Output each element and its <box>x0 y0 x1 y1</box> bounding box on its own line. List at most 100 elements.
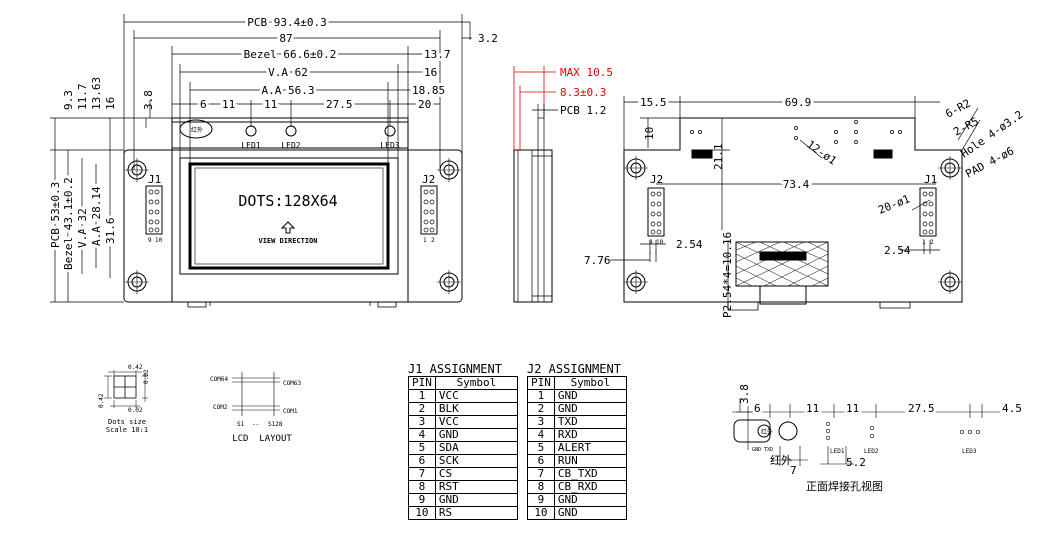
dim-v-16: 16 <box>104 97 117 110</box>
dim-pcb-width: PCB 93.4±0.3 <box>247 16 326 29</box>
symbol-cell: SCK <box>434 454 519 468</box>
led-dim-11a: 11 <box>806 402 819 415</box>
symbol-cell: RST <box>434 480 519 494</box>
back-dim-pitch: P2.54*4=10.16 <box>721 232 734 318</box>
front-top-strip <box>171 117 409 149</box>
back-view: 15.5 69.9 6-R2 2-R5 Hole 4-ø3.2 PAD 4-ø6… <box>584 93 1025 318</box>
dots-0-02-bottom: 0.02 <box>128 407 143 414</box>
dim-aa-width: A.A 56.3 <box>262 84 315 97</box>
led-ir-icon-mark: 红外 <box>761 428 773 436</box>
table-header: Symbol <box>553 376 628 390</box>
side-body <box>513 149 553 303</box>
back-j1-pin1: 1 <box>922 239 926 246</box>
dots-caption-2: Scale 10:1 <box>106 426 148 434</box>
led2-label: LED2 <box>281 141 300 150</box>
dim-18-85: 18.85 <box>412 84 445 97</box>
led1-icon <box>245 125 257 137</box>
back-dim-2-54b: 2.54 <box>884 244 911 257</box>
dots-0-42-top: 0.42 <box>128 364 143 371</box>
lcd-com63: COM63 <box>283 380 301 387</box>
symbol-cell: RS <box>434 506 519 520</box>
front-v-dims <box>50 100 172 303</box>
front-view-area <box>179 157 399 275</box>
led-dim-3-8: 3.8 <box>738 384 751 404</box>
led-ir-label: 红外 <box>770 454 792 467</box>
front-view: DOTS:128X64 VIEW DIRECTION 红外 LED1 LED2 … <box>46 13 498 308</box>
symbol-cell: RXD <box>553 428 628 442</box>
back-j2-pin10: 10 <box>656 239 664 246</box>
dim-13-7: 13.7 <box>424 48 451 61</box>
back-r5: 2-R5 <box>951 115 981 139</box>
pin-cell: 4 <box>408 428 436 442</box>
lcd-com64: COM64 <box>210 376 228 383</box>
pin-cell: 3 <box>408 415 436 429</box>
dim-31-6: 31.6 <box>104 218 117 245</box>
symbol-cell: GND <box>553 506 628 520</box>
led1-label: LED1 <box>241 141 260 150</box>
back-j1-pin2: 2 <box>930 239 934 246</box>
pin-cell: 1 <box>408 389 436 403</box>
j2-pins <box>423 189 435 233</box>
front-h-dims <box>123 14 472 170</box>
pin-cell: 8 <box>527 480 555 494</box>
symbol-cell: GND <box>434 428 519 442</box>
dim-pcb-height: PCB 53±0.3 <box>49 182 62 248</box>
back-hole: Hole 4-ø3.2 <box>958 108 1025 160</box>
dim-6: 6 <box>200 98 207 111</box>
led-detail: 红外 GND TXD 3.8 6 11 11 27.5 4.5 红外 7 5.2… <box>732 384 1022 493</box>
back-dim-73-4: 73.4 <box>783 178 810 191</box>
led-led1-label: LED1 <box>830 448 845 455</box>
back-small-holes <box>690 120 902 144</box>
back-j2-label: J2 <box>650 173 663 186</box>
j1-connector <box>145 185 163 235</box>
led-dim-5-2: 5.2 <box>846 456 866 469</box>
pin-cell: 6 <box>408 454 436 468</box>
j1-pin10: 10 <box>155 237 163 244</box>
back-dim-2-54a: 2.54 <box>676 238 703 251</box>
dots-detail: 0.42 0.02 0.42 0.02 Dots size Scale 10:1 <box>98 364 150 434</box>
j1-pins <box>148 189 160 233</box>
lcd-dash: -- <box>252 421 259 428</box>
symbol-cell: GND <box>553 402 628 416</box>
j2-table-title: J2 ASSIGNMENT <box>527 362 621 376</box>
side-8-3: 8.3±0.3 <box>560 86 606 99</box>
j2-label: J2 <box>422 173 435 186</box>
back-dim-12-phi1: 12-ø1 <box>804 138 839 168</box>
dim-v-9-3: 9.3 <box>62 90 75 110</box>
pin-cell: 7 <box>408 467 436 481</box>
side-max: MAX 10.5 <box>560 66 613 79</box>
dim-aa-height: A.A 28.14 <box>90 186 103 246</box>
dim-87: 87 <box>279 32 292 45</box>
led3-icon <box>384 125 396 137</box>
symbol-cell: SDA <box>434 441 519 455</box>
dim-20: 20 <box>418 98 431 111</box>
dots-caption-1: Dots size <box>108 418 146 426</box>
table-header: PIN <box>408 376 436 390</box>
back-j2-connector <box>647 187 665 237</box>
back-dim-15-5: 15.5 <box>640 96 667 109</box>
pin-cell: 5 <box>408 441 436 455</box>
pin-cell: 3 <box>527 415 555 429</box>
table-header-row: PIN Symbol <box>408 376 519 390</box>
pin-cell: 4 <box>527 428 555 442</box>
dim-va-height: V.A 32 <box>76 208 89 248</box>
j1-pin9: 9 <box>148 237 152 244</box>
pin-cell: 10 <box>527 506 555 520</box>
led-dim-6: 6 <box>754 402 761 415</box>
pin-cell: 2 <box>527 402 555 416</box>
symbol-cell: BLK <box>434 402 519 416</box>
dim-16: 16 <box>424 66 437 79</box>
back-dim-7-76: 7.76 <box>584 254 611 267</box>
view-direction-arrow-icon <box>280 221 296 234</box>
